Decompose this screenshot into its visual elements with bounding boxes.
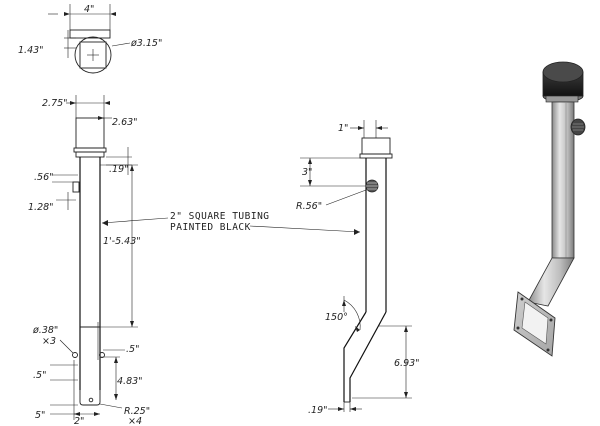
bottom-plate xyxy=(79,390,101,406)
dim-plate-length: 4.83" xyxy=(117,376,143,387)
side-collar xyxy=(359,153,393,159)
iso-bend xyxy=(527,257,575,307)
dim-cap-diameter: ø3.15" xyxy=(130,38,162,49)
dim-corner-radius: R.25" xyxy=(124,406,150,417)
dim-hole-count: ×3 xyxy=(42,336,56,347)
hole-3 xyxy=(88,397,94,403)
dim-hole-dia: ø.38" xyxy=(32,325,58,336)
material-callout: 2" SQUARE TUBING PAINTED BLACK xyxy=(101,211,361,235)
front-collar-top xyxy=(73,147,107,153)
inner-square xyxy=(79,41,107,69)
dim-hole-spacing-b: .5" xyxy=(33,370,46,381)
top-cap-rect xyxy=(69,29,111,39)
plus-marker-icon xyxy=(87,49,99,61)
dim-top-width: 4" xyxy=(84,4,94,15)
dim-side-offset: .56" xyxy=(34,172,53,183)
dim-corner-count: ×4 xyxy=(128,416,142,426)
side-mark xyxy=(72,181,80,193)
hole-1 xyxy=(72,352,78,358)
callout-line-1: 2" SQUARE TUBING xyxy=(170,211,270,222)
top-view: 4" 1.43" ø3.15" xyxy=(18,4,162,74)
dim-cap-height: 1.43" xyxy=(18,45,44,56)
dim-foot-thickness: .19" xyxy=(308,405,327,416)
dim-bend-angle: 150° xyxy=(325,312,348,323)
dim-bottom-edge: 5" xyxy=(35,410,45,421)
front-cap xyxy=(75,117,105,149)
side-cap xyxy=(361,137,391,155)
side-bend-left xyxy=(343,311,367,402)
isometric-view xyxy=(513,61,586,357)
angle-arc xyxy=(343,299,361,331)
callout-line-2: PAINTED BLACK xyxy=(170,222,251,233)
front-collar xyxy=(75,151,105,158)
dim-side-offset-3: 3" xyxy=(302,167,312,178)
dim-vent-radius: R.56" xyxy=(296,201,322,212)
dim-foot-height: 6.93" xyxy=(394,358,420,369)
dim-main-length: 1'-5.43" xyxy=(103,236,141,247)
cap-circle xyxy=(74,36,112,74)
side-view: 1" 3" R.56" 150° xyxy=(296,120,420,416)
dim-collar: .19" xyxy=(109,164,128,175)
vent-grille-icon xyxy=(570,118,586,136)
side-bend-right xyxy=(349,311,387,402)
dim-side-top: 1" xyxy=(338,123,348,134)
dim-base-width: 2.75" xyxy=(42,98,68,109)
dim-bottom-width: 2" xyxy=(74,416,84,426)
hole-2 xyxy=(99,352,105,358)
front-view: 2.75" 2.63" .19" .56" 1.28" 1'-5.43" xyxy=(28,95,150,426)
dim-base-width-inner: 2.63" xyxy=(112,117,138,128)
dim-hole-spacing-a: .5" xyxy=(126,344,139,355)
vent-grille-icon xyxy=(365,179,379,193)
iso-tube xyxy=(551,101,575,259)
dim-mark-height: 1.28" xyxy=(28,202,54,213)
